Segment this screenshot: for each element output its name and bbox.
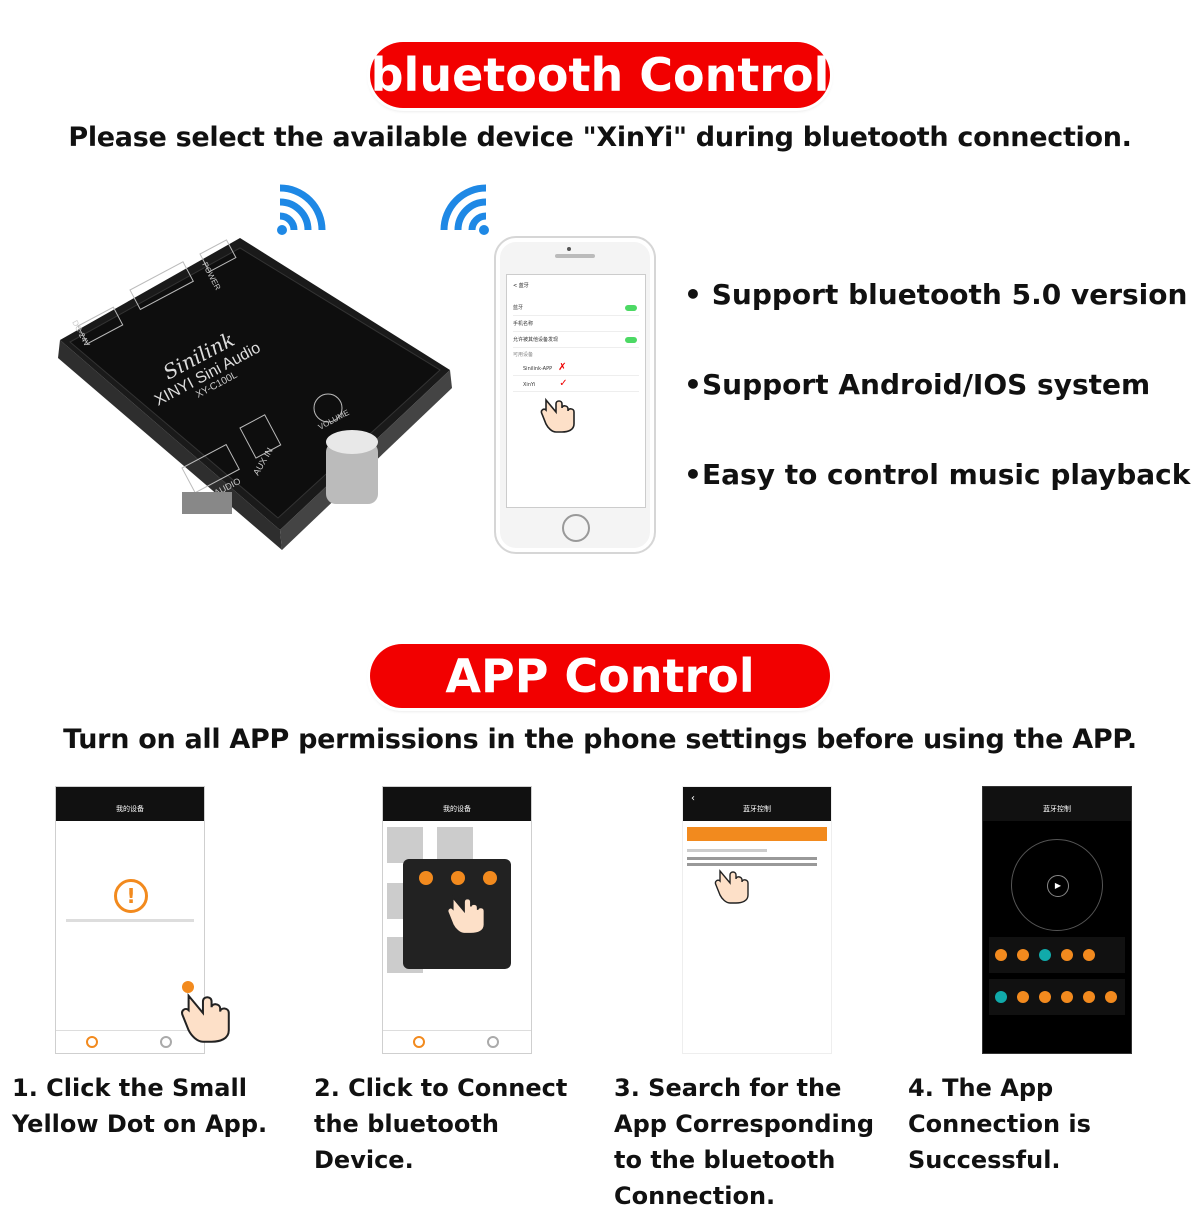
mode-icon[interactable] xyxy=(1017,949,1029,961)
effect-icon[interactable] xyxy=(1039,991,1051,1003)
app-control-title: APP Control xyxy=(370,644,830,708)
step1-caption: 1. Click the Small Yellow Dot on App. xyxy=(12,1074,268,1138)
mode-icon[interactable] xyxy=(1083,949,1095,961)
effect-icon[interactable] xyxy=(1083,991,1095,1003)
mode-row xyxy=(989,937,1125,973)
add-device-popup xyxy=(403,859,511,969)
effect-icon[interactable] xyxy=(995,991,1007,1003)
device-name: Sinilink-APP xyxy=(523,366,553,372)
bottom-tab-bar xyxy=(56,1030,204,1053)
hint-text-line xyxy=(66,919,194,922)
feature-item: •Easy to control music playback xyxy=(684,458,1191,491)
profile-tab-icon[interactable] xyxy=(160,1036,172,1048)
device-name: XinYi xyxy=(523,382,536,388)
devices-tab-icon[interactable] xyxy=(86,1036,98,1048)
play-icon[interactable]: ▶ xyxy=(1047,875,1069,897)
settings-row: 蓝牙 xyxy=(513,301,639,316)
mode-icon[interactable] xyxy=(1039,949,1051,961)
cross-icon: ✗ xyxy=(558,362,567,373)
step3-caption: 3. Search for the App Corresponding to t… xyxy=(614,1074,875,1210)
phone-screen: < 蓝牙 蓝牙 手机名称 允许被其他设备发现 可用设备 Sinilink-APP… xyxy=(506,274,646,508)
device-row[interactable]: Sinilink-APP ✗ xyxy=(513,361,639,376)
tap-hand-icon xyxy=(446,895,486,935)
settings-row-label: 手机名称 xyxy=(513,321,534,327)
feature-item: •Support Android/IOS system xyxy=(684,368,1151,401)
feature-text: Support bluetooth 5.0 version xyxy=(711,278,1188,311)
feature-text: Easy to control music playback xyxy=(702,458,1191,491)
tap-hand-icon xyxy=(181,993,230,1043)
scan-icon[interactable] xyxy=(483,871,497,885)
settings-row-label: 允许被其他设备发现 xyxy=(513,337,559,343)
back-icon[interactable]: ‹ xyxy=(691,793,695,804)
home-button[interactable] xyxy=(562,514,590,542)
wifi-device-icon[interactable] xyxy=(419,871,433,885)
available-devices-header xyxy=(687,849,767,852)
step4-screenshot: 蓝牙控制 ▶ xyxy=(982,786,1132,1054)
device-list-item[interactable] xyxy=(687,863,817,866)
discoverable-toggle[interactable] xyxy=(625,337,637,343)
device-list-item[interactable] xyxy=(687,857,817,860)
effects-row xyxy=(989,979,1125,1015)
back-label[interactable]: < 蓝牙 xyxy=(513,283,529,289)
earpiece xyxy=(555,254,595,258)
feature-text: Support Android/IOS system xyxy=(702,368,1151,401)
devices-tab-icon[interactable] xyxy=(413,1036,425,1048)
yellow-dot-button[interactable] xyxy=(182,981,194,993)
search-bar-button[interactable] xyxy=(687,827,827,841)
step2-caption: 2. Click to Connect the bluetooth Device… xyxy=(314,1074,568,1174)
device-tile[interactable] xyxy=(437,827,473,863)
list-header: 可用设备 xyxy=(513,352,534,358)
app-control-subtitle: Turn on all APP permissions in the phone… xyxy=(63,724,1137,755)
front-camera xyxy=(567,247,571,251)
mode-icon[interactable] xyxy=(1061,949,1073,961)
device-row[interactable]: XinYi ✓ xyxy=(513,377,639,392)
warning-icon: ! xyxy=(114,879,148,913)
bluetooth-control-subtitle: Please select the available device "XinY… xyxy=(68,122,1132,153)
effect-icon[interactable] xyxy=(1017,991,1029,1003)
screen-title: 我的设备 xyxy=(56,787,204,821)
step1-screenshot: 我的设备 ! xyxy=(55,786,205,1054)
phone-bluetooth-settings: < 蓝牙 蓝牙 手机名称 允许被其他设备发现 可用设备 Sinilink-APP… xyxy=(494,236,656,554)
bluetooth-device-icon[interactable] xyxy=(451,871,465,885)
mode-icon[interactable] xyxy=(995,949,1007,961)
effect-icon[interactable] xyxy=(1061,991,1073,1003)
effect-icon[interactable] xyxy=(1105,991,1117,1003)
step4-caption: 4. The App Connection is Successful. xyxy=(908,1074,1091,1174)
tap-hand-icon xyxy=(714,869,749,904)
wireless-signal-icon xyxy=(440,184,489,235)
step2-screenshot: 我的设备 xyxy=(382,786,532,1054)
bluetooth-control-title: bluetooth Control xyxy=(370,42,830,108)
amplifier-board: Sinilink XINYI Sini Audio XY-C100L USB A… xyxy=(58,238,452,550)
playback-control-wheel[interactable]: ▶ xyxy=(1011,839,1103,931)
screen-title: 蓝牙控制 xyxy=(983,787,1131,821)
settings-row: 允许被其他设备发现 xyxy=(513,333,639,348)
device-tile[interactable] xyxy=(387,827,423,863)
feature-item: • Support bluetooth 5.0 version xyxy=(684,278,1188,311)
settings-row: 手机名称 xyxy=(513,317,639,332)
check-icon: ✓ xyxy=(559,378,568,389)
bluetooth-toggle[interactable] xyxy=(625,305,637,311)
screen-title: 我的设备 xyxy=(383,787,531,821)
settings-row-label: 蓝牙 xyxy=(513,305,524,311)
bottom-tab-bar xyxy=(383,1030,531,1053)
tap-hand-icon xyxy=(540,397,575,433)
step3-screenshot: 蓝牙控制 ‹ xyxy=(682,786,832,1054)
screen-title: 蓝牙控制 xyxy=(683,787,831,821)
wireless-signal-icon xyxy=(277,184,326,235)
profile-tab-icon[interactable] xyxy=(487,1036,499,1048)
